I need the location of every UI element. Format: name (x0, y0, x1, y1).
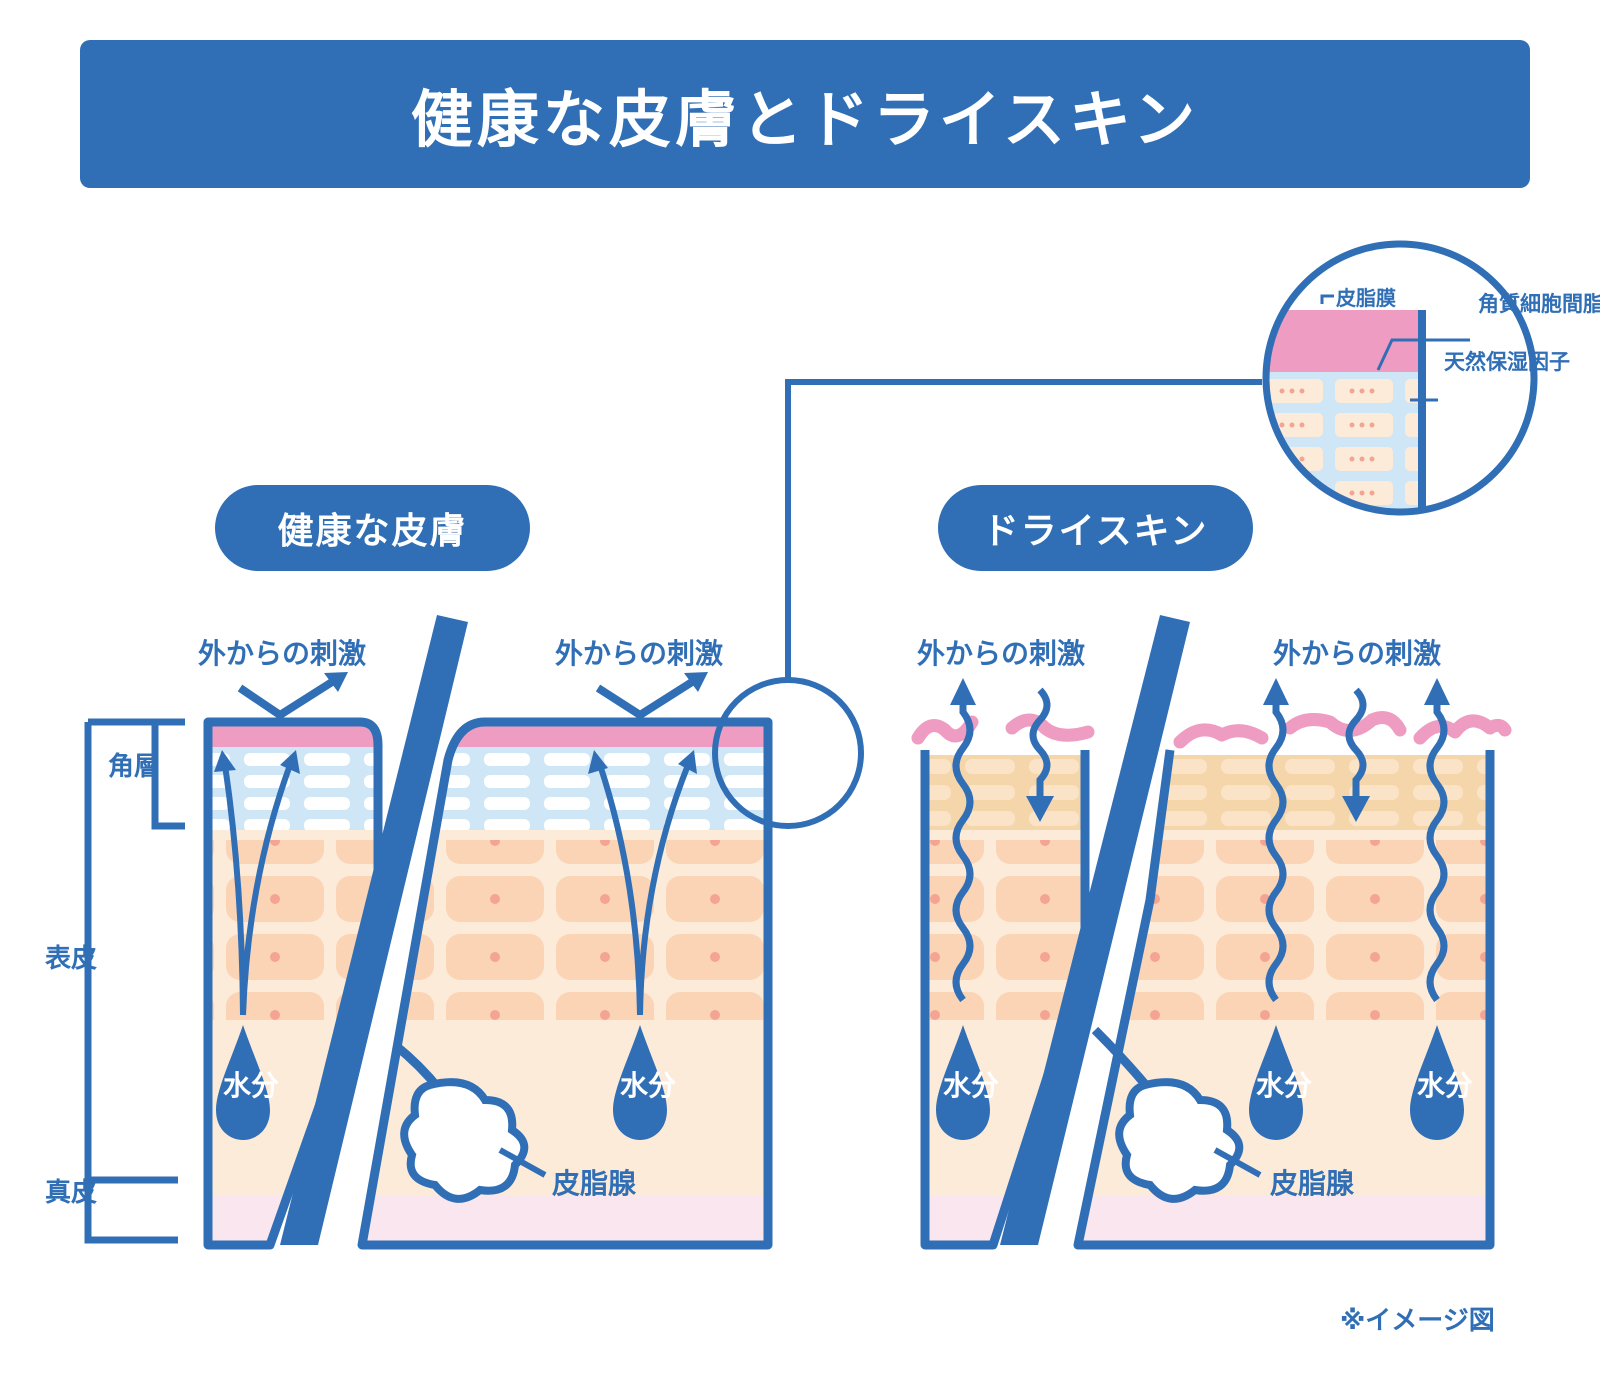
page-title: 健康な皮膚とドライスキン (410, 83, 1200, 156)
dry-stimulus-penetrate-1 (1026, 687, 1054, 822)
healthy-water-arrows-left (214, 750, 300, 1016)
epidermis-dermis-bracket (84, 722, 178, 1244)
dry-hair-shaft (1000, 615, 1190, 1245)
healthy-sebaceous-gland (400, 1078, 529, 1203)
healthy-skin-pill: 健康な皮膚 (215, 485, 530, 571)
healthy-stimulus-deflect-right (595, 672, 708, 719)
magnifier-connector (785, 379, 1262, 680)
water-label-healthy-right: 水分 (620, 1069, 677, 1102)
stimulus-label-healthy-right: 外からの刺激 (555, 637, 724, 670)
dry-skin-pill: ドライスキン (938, 485, 1253, 571)
sebaceous-gland-label-dry: 皮脂腺 (1270, 1167, 1355, 1200)
dry-water-drop-3 (1410, 1025, 1464, 1140)
water-label-dry-3: 水分 (1417, 1069, 1474, 1102)
footnote: ※イメージ図 (1340, 1306, 1495, 1336)
horny-layer-bracket (88, 718, 185, 830)
zoom-inset-circle (1262, 240, 1538, 516)
dry-left-outline (920, 750, 1090, 1250)
healthy-water-drop-right (613, 1025, 667, 1140)
zoom-lipid-leader (1376, 338, 1470, 371)
dry-water-escape-2 (1263, 678, 1289, 1003)
zoom-nmf-label: 天然保湿因子 (1444, 350, 1570, 374)
water-label-dry-2: 水分 (1256, 1069, 1313, 1102)
dermis-label: 真皮 (45, 1178, 98, 1208)
dry-sebaceous-gland (1115, 1078, 1244, 1203)
healthy-gland-leader-line (498, 1147, 547, 1178)
dry-stimulus-penetrate-2 (1342, 687, 1370, 822)
zoom-intercellular-lipid-label: 角質細胞間脂質 (1478, 292, 1600, 316)
dry-skin-label: ドライスキン (982, 511, 1209, 552)
water-label-healthy-left: 水分 (223, 1069, 280, 1102)
healthy-right-outline (357, 717, 773, 1250)
stimulus-label-dry-left: 外からの刺激 (917, 637, 1086, 670)
dry-water-drop-1 (936, 1025, 990, 1140)
title-banner: 健康な皮膚とドライスキン (80, 40, 1530, 188)
healthy-water-drop-left (216, 1025, 270, 1140)
epidermis-label: 表皮 (45, 944, 98, 974)
dry-water-drop-2 (1249, 1025, 1303, 1140)
stimulus-label-dry-right: 外からの刺激 (1273, 637, 1442, 670)
dry-sebum-flakes (911, 711, 1512, 749)
zoom-sebum-leader (1320, 294, 1334, 304)
healthy-skin-label: 健康な皮膚 (277, 511, 468, 552)
healthy-hair-shaft (280, 615, 468, 1245)
healthy-stimulus-deflect-left (237, 672, 348, 719)
healthy-water-arrows-right (588, 750, 697, 1016)
water-label-dry-1: 水分 (943, 1069, 1000, 1102)
horny-layer-label: 角層 (108, 752, 161, 782)
dry-water-escape-1 (950, 678, 976, 1003)
dry-right-outline (1073, 749, 1495, 1250)
zoom-sebum-film-label: 皮脂膜 (1336, 286, 1396, 310)
sebaceous-gland-label-healthy: 皮脂腺 (552, 1167, 637, 1200)
dry-water-escape-3 (1424, 678, 1450, 1003)
stimulus-label-healthy-left: 外からの刺激 (198, 637, 367, 670)
dry-gland-leader-line (1213, 1147, 1262, 1178)
